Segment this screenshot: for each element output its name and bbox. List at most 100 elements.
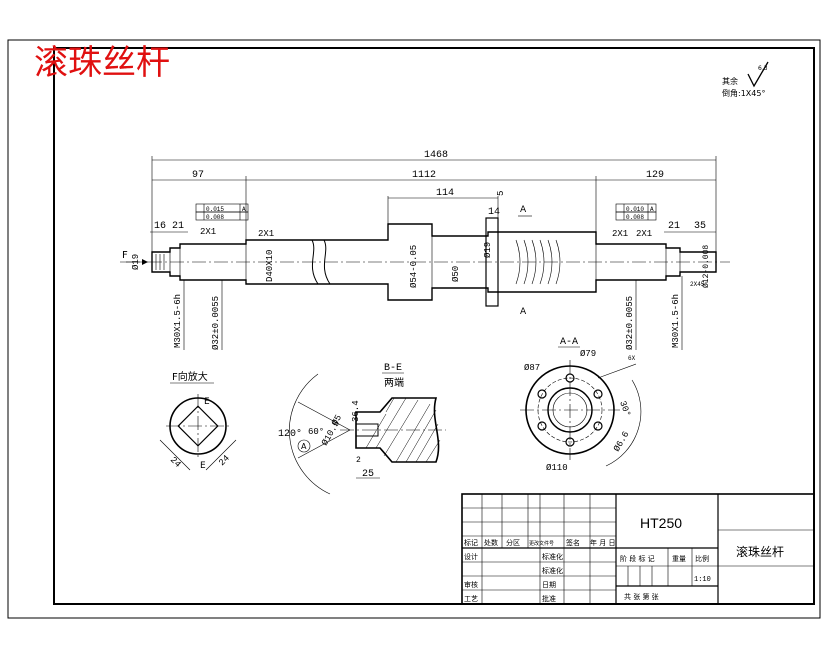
dim-line: [159, 439, 191, 471]
dim-d12: Ø12-0.008: [702, 245, 711, 288]
angle-arc: [289, 373, 331, 495]
section-b-d2: 2: [356, 456, 361, 465]
dim-16: 16: [154, 221, 166, 232]
tol-right-1: 0.010: [626, 206, 644, 213]
section-b-d364: 36.4: [351, 400, 361, 422]
tb-weight: 重量: [672, 555, 686, 563]
bolt-hole: [593, 389, 603, 399]
dim-arc: [605, 379, 642, 467]
section-b-angle2: 60°: [308, 427, 324, 437]
section-aa-angle: 30°: [617, 400, 632, 419]
bolt-hole: [537, 421, 547, 431]
title-block: 标记 处数 分区 更改文件号 签名 年 月 日 设计 审核 工艺 标准化 日期 …: [461, 493, 815, 605]
dim-21a: 21: [172, 221, 184, 232]
dim-d54: Ø54-0.05: [409, 245, 419, 288]
main-view: 1468 97 1112 129 114 14 5 A A 16 21 2X1 …: [120, 150, 730, 350]
tb-scale: 1:10: [694, 576, 711, 584]
dim-d19n: Ø19: [483, 242, 493, 258]
tb-part-name: 滚珠丝杆: [736, 544, 784, 559]
tb-header-1: 处数: [484, 538, 498, 547]
dim-nut-len: 114: [436, 188, 454, 199]
bolt-hole: [565, 437, 575, 447]
chamfer-1: 2X1: [200, 227, 216, 237]
tb-mid-standard: 标准化: [542, 552, 563, 561]
tb-mid-standard2: 标准化: [542, 566, 563, 575]
tb-header-4: 签名: [566, 538, 580, 547]
tb-row-process: 工艺: [464, 595, 478, 603]
tb-material: HT250: [640, 515, 682, 531]
dim-overall: 1468: [424, 150, 448, 161]
tol-left-2: 0.008: [206, 214, 224, 221]
title-block-border: [461, 493, 815, 605]
break-line-icon: [323, 239, 331, 285]
left-bearing-label: Ø32±0.0055: [211, 296, 221, 350]
detail-e-label2: E: [200, 461, 206, 471]
detail-f-flat: [177, 405, 219, 447]
tolerance-frame-left: 0.015 0.008 A: [195, 203, 249, 221]
section-b-angle1: 120°: [278, 428, 302, 440]
tol-left-1: 0.015: [206, 206, 224, 213]
dim-line: [205, 439, 237, 471]
chamfer-right: 2X45°: [690, 281, 708, 288]
section-aa-note: 6X: [628, 355, 636, 362]
detail-f-title: F向放大: [172, 370, 208, 383]
section-b-hatch: [365, 397, 441, 463]
outer-border: [7, 39, 821, 619]
tb-header-3: 更改文件号: [529, 540, 554, 547]
right-bearing-label: Ø32±0.0055: [625, 296, 635, 350]
tol-right-2: 0.008: [626, 214, 644, 221]
tb-row-review: 审核: [464, 580, 478, 589]
detail-f: F向放大 E E 24 24: [159, 370, 237, 471]
right-thread-label: M30X1.5-6h: [671, 294, 681, 348]
tb-stage: 阶 段 标 记: [620, 554, 655, 563]
dim-21b: 21: [668, 221, 680, 232]
left-thread-label: M30X1.5-6h: [173, 294, 183, 348]
break-line-icon: [311, 239, 319, 285]
left-thread: [155, 254, 165, 270]
chamfer-4: 2X1: [636, 229, 652, 239]
tb-header-2: 分区: [506, 538, 520, 547]
tolerance-frame-right: 0.010 0.008 A: [615, 203, 657, 221]
detail-dim2: 24: [217, 453, 232, 468]
section-b: B-E 两端 25 36.4 2 Ø5 Ø10.5 120° 60°: [278, 363, 446, 495]
section-b-hole: [355, 423, 379, 437]
tol-box: [615, 211, 657, 221]
section-aa-d66: Ø6.6: [612, 430, 631, 454]
dim-35: 35: [694, 221, 706, 232]
tb-scale-label: 比例: [695, 554, 709, 563]
view-f-label: F: [122, 250, 128, 261]
tb-mid-date: 日期: [542, 581, 556, 589]
datum-a2: A: [520, 307, 527, 317]
section-aa-d79: Ø79: [580, 349, 596, 359]
section-b-profile: [355, 397, 440, 463]
arrow-head-icon: [142, 259, 148, 265]
roughness-value: 6.3: [758, 65, 768, 72]
thread-main: D40X10: [265, 250, 275, 282]
tb-mid-approve: 批准: [542, 594, 556, 603]
section-b-title: B-E: [384, 363, 402, 374]
angle-leg: [297, 429, 351, 459]
tb-header-5: 年 月 日: [590, 538, 615, 547]
tb-row-design: 设计: [464, 552, 478, 561]
surface-note: 其余 6.3 倒角:1X45°: [722, 61, 769, 98]
tol-ref: A: [242, 206, 246, 213]
thread-region: [515, 239, 561, 285]
detail-e-label: E: [204, 397, 210, 407]
section-aa-title: A-A: [560, 337, 578, 348]
section-b-label-a: A: [301, 442, 307, 451]
dim-right-seg: 129: [646, 170, 664, 181]
label-a-circle: [297, 439, 311, 453]
section-b-d25: 25: [362, 469, 374, 480]
roughness-symbol-icon: [747, 61, 769, 88]
thread-groove: [515, 239, 561, 285]
datum-a1: A: [520, 205, 527, 215]
dim-d50: Ø50: [451, 266, 461, 282]
tb-sheet: 共 张 第 张: [624, 592, 659, 601]
drawing-title: 滚珠丝杆: [34, 43, 170, 83]
chamfer-3: 2X1: [612, 229, 628, 239]
dim-flange: 14: [488, 207, 500, 218]
angle-leg: [297, 401, 351, 431]
dim-left-seg: 97: [192, 170, 204, 181]
tb-header-0: 标记: [464, 538, 478, 547]
